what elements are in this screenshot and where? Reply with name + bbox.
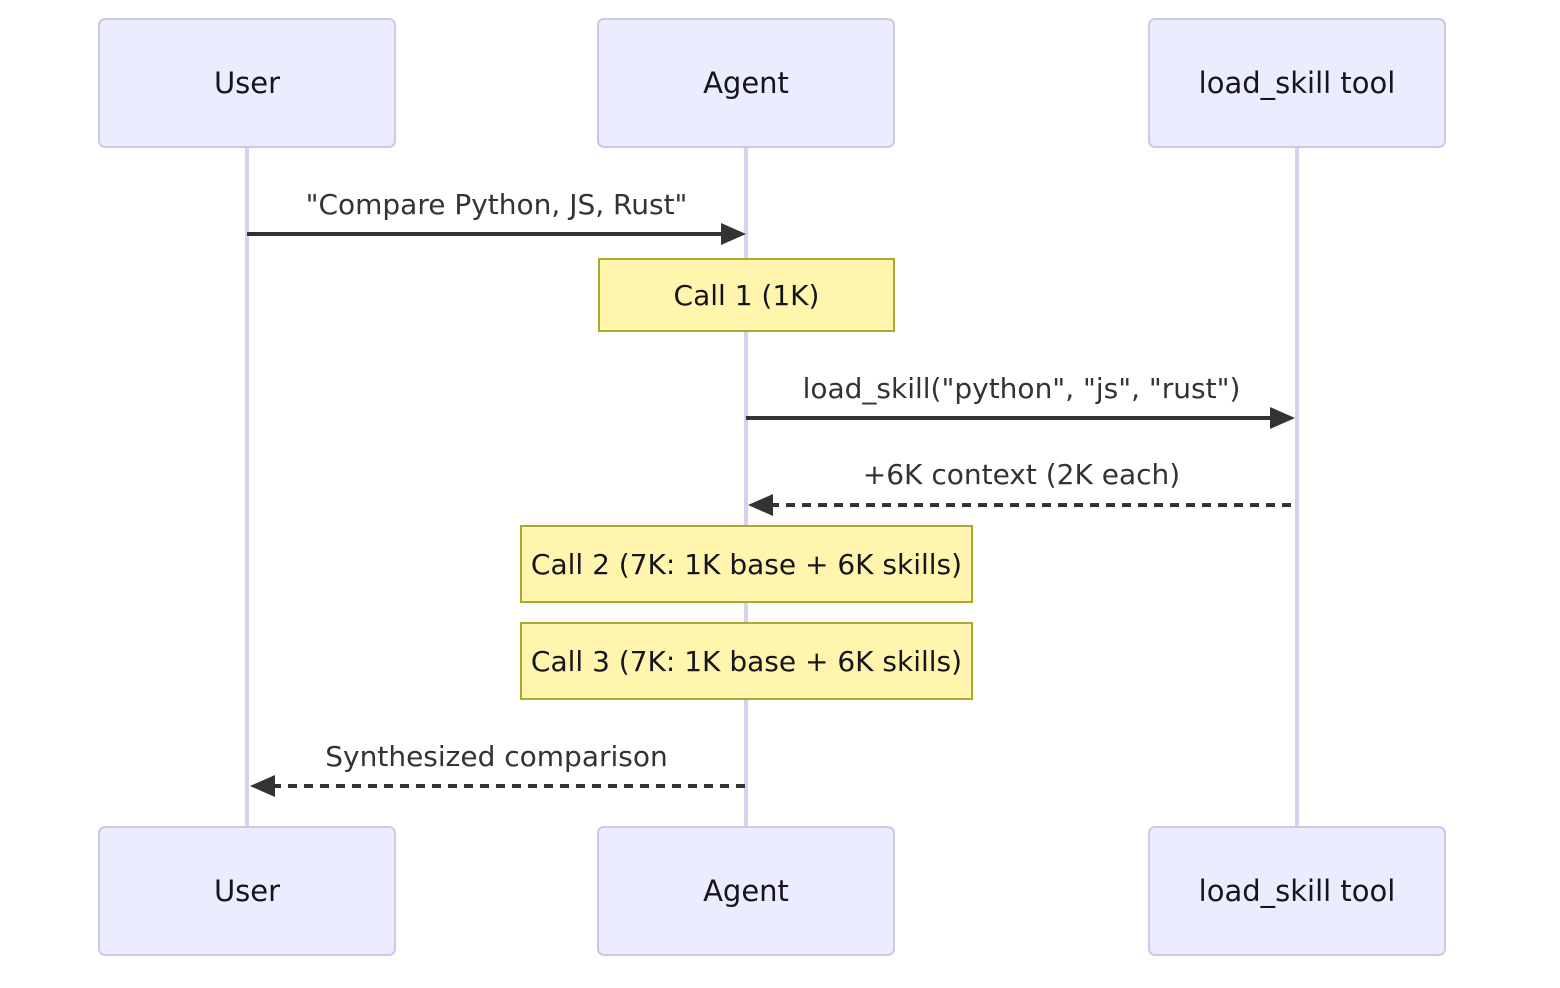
arrowhead-right-icon (721, 223, 746, 245)
actor-load-skill-tool-bottom: load_skill tool (1148, 826, 1446, 956)
message-user-to-agent-label: "Compare Python, JS, Rust" (305, 188, 688, 221)
message-agent-to-tool-line (746, 416, 1276, 420)
actor-load-skill-tool-label: load_skill tool (1198, 874, 1396, 908)
actor-user-bottom: User (98, 826, 396, 956)
arrowhead-right-icon (1270, 407, 1295, 429)
actor-user-label: User (213, 66, 281, 100)
actor-load-skill-tool-top: load_skill tool (1148, 18, 1446, 148)
actor-agent-bottom: Agent (597, 826, 895, 956)
note-call-1: Call 1 (1K) (598, 258, 895, 332)
actor-user-label: User (213, 874, 281, 908)
lifeline-load-skill-tool (1295, 148, 1299, 827)
message-agent-to-tool-label: load_skill("python", "js", "rust") (802, 372, 1241, 405)
lifeline-user (245, 148, 249, 827)
lifeline-agent (744, 148, 748, 827)
arrowhead-left-icon (250, 775, 275, 797)
arrowhead-left-icon (748, 494, 773, 516)
note-call-3: Call 3 (7K: 1K base + 6K skills) (520, 622, 973, 700)
actor-agent-label: Agent (703, 66, 789, 100)
actor-user-top: User (98, 18, 396, 148)
message-tool-to-agent-line (770, 503, 1297, 507)
actor-agent-top: Agent (597, 18, 895, 148)
actor-load-skill-tool-label: load_skill tool (1198, 66, 1396, 100)
message-user-to-agent-line (247, 232, 727, 236)
note-call-2: Call 2 (7K: 1K base + 6K skills) (520, 525, 973, 603)
message-agent-to-user-line (272, 784, 746, 788)
actor-agent-label: Agent (703, 874, 789, 908)
message-agent-to-user-label: Synthesized comparison (325, 740, 668, 773)
message-tool-to-agent-label: +6K context (2K each) (862, 458, 1181, 491)
